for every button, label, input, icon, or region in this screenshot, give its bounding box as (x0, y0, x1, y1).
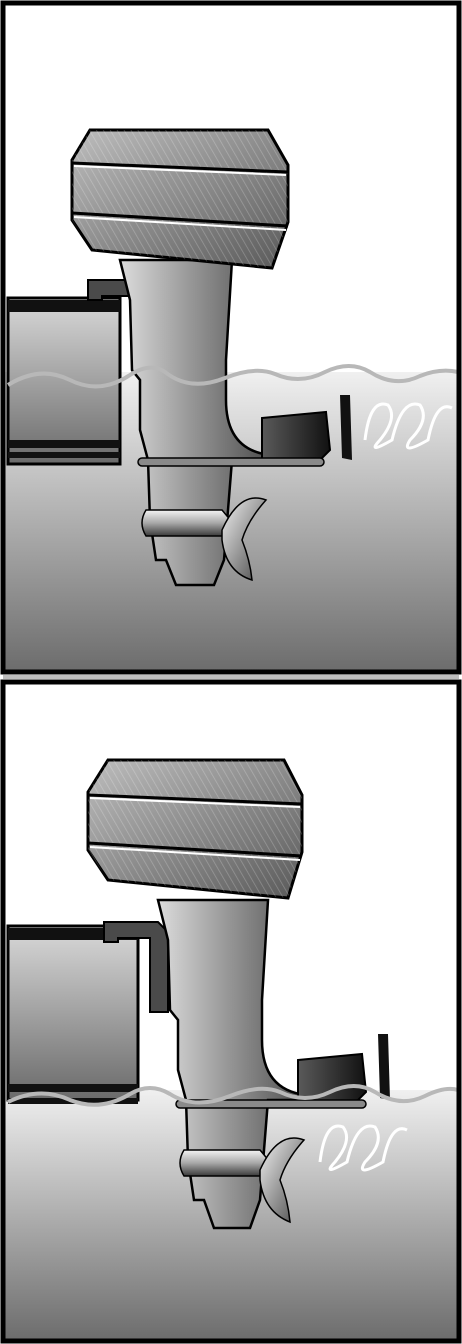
bottom-boat-hull (6, 924, 140, 1104)
top-panel (0, 0, 462, 675)
top-waterline (6, 364, 459, 389)
bottom-panel-frame (0, 679, 462, 1344)
top-propeller (221, 497, 268, 582)
bottom-gearcase-torpedo (179, 1149, 271, 1177)
top-gearcase-torpedo (141, 509, 233, 537)
top-cowling-stripe-lower (71, 211, 289, 228)
top-anti-ventilation-plate (137, 457, 325, 467)
top-propwash-swirl (363, 402, 453, 450)
top-panel-frame (0, 0, 462, 675)
bottom-propeller (259, 1137, 306, 1224)
bottom-panel (0, 679, 462, 1344)
top-hydrofoil-accessory (261, 395, 352, 463)
bottom-anti-ventilation-plate (175, 1099, 367, 1109)
top-boat-hull (6, 296, 122, 466)
bottom-transom-bracket (103, 921, 169, 1013)
bottom-propwash-swirl (318, 1124, 408, 1172)
bottom-waterline (7, 1084, 459, 1107)
bottom-cowling-stripe-lower (87, 841, 303, 858)
top-cowling-stripe-upper (71, 161, 289, 174)
bottom-cowling-stripe-upper (87, 793, 303, 806)
